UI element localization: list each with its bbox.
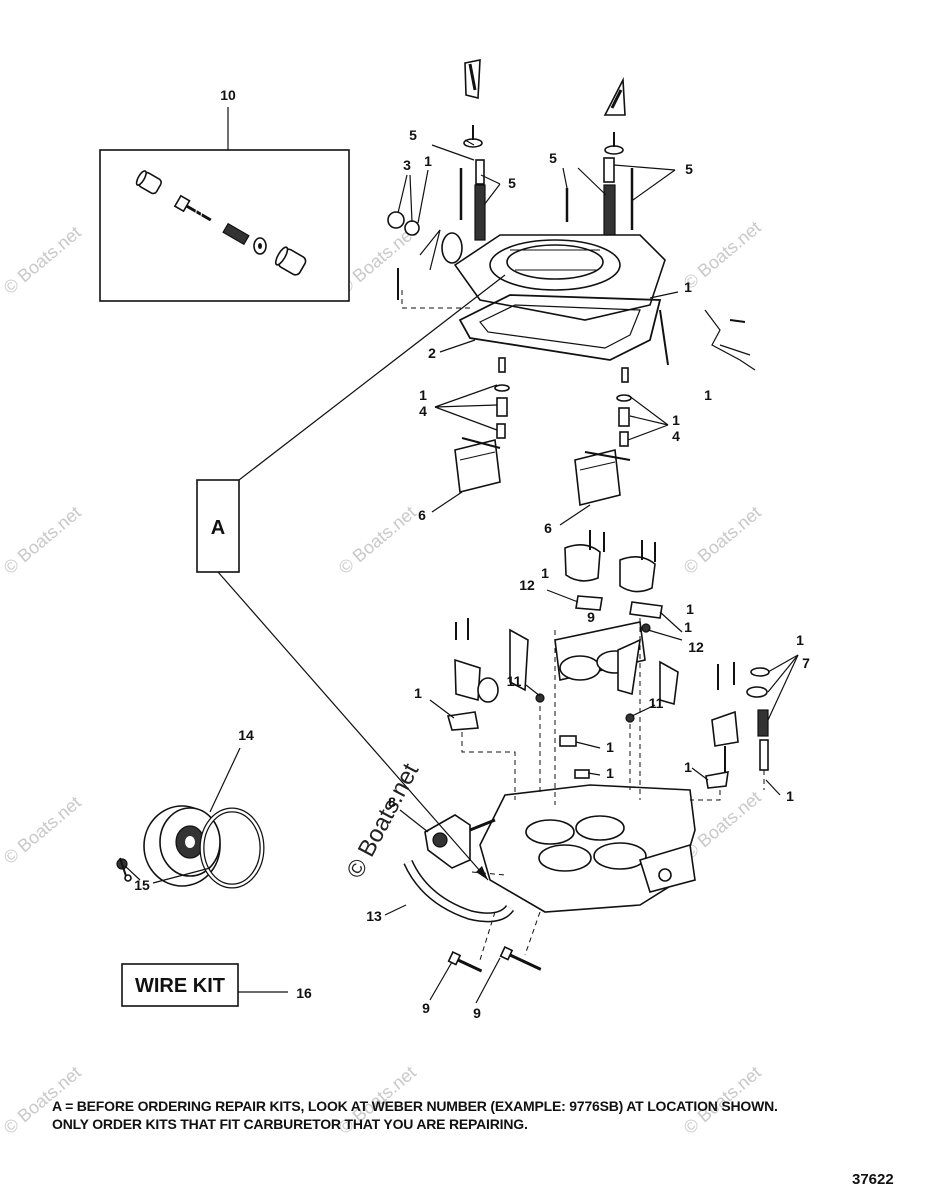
watermark: © Boats.net bbox=[335, 502, 420, 578]
callout-1: 1 bbox=[414, 685, 422, 701]
watermark: © Boats.net bbox=[0, 792, 85, 868]
callout-15: 15 bbox=[134, 877, 150, 893]
metering-parts bbox=[454, 357, 632, 506]
callout-5: 5 bbox=[508, 175, 516, 191]
callout-10: 10 bbox=[220, 87, 236, 103]
callout-14: 14 bbox=[238, 727, 254, 743]
callout-3: 3 bbox=[403, 157, 411, 173]
kit-10-box bbox=[99, 107, 350, 302]
callout-5: 5 bbox=[549, 150, 557, 166]
wire-kit-label: WIRE KIT bbox=[135, 975, 225, 997]
callout-9: 9 bbox=[422, 1000, 430, 1016]
callout-1: 1 bbox=[606, 765, 614, 781]
callout-13: 13 bbox=[366, 908, 382, 924]
callout-16: 16 bbox=[296, 985, 312, 1001]
repair-kit-note: A = BEFORE ORDERING REPAIR KITS, LOOK AT… bbox=[52, 1097, 912, 1133]
watermark: © Boats.net bbox=[0, 502, 85, 578]
box-a-label: A bbox=[211, 517, 225, 539]
pulley-14 bbox=[116, 805, 265, 889]
callout-6: 6 bbox=[418, 507, 426, 523]
callout-1: 1 bbox=[606, 739, 614, 755]
callout-1: 1 bbox=[786, 788, 794, 804]
alignment-lines bbox=[401, 290, 765, 961]
callout-5: 5 bbox=[409, 127, 417, 143]
callout-1: 1 bbox=[672, 412, 680, 428]
note-line-1: A = BEFORE ORDERING REPAIR KITS, LOOK AT… bbox=[52, 1098, 778, 1114]
callout-1: 1 bbox=[419, 387, 427, 403]
wire-kit-box: WIRE KIT bbox=[121, 963, 288, 1007]
callout-4: 4 bbox=[672, 428, 680, 444]
callout-2: 2 bbox=[428, 345, 436, 361]
callout-1: 1 bbox=[541, 565, 549, 581]
accelerator-parts bbox=[446, 530, 770, 789]
watermark: © Boats.net bbox=[680, 502, 765, 578]
callout-1: 1 bbox=[684, 279, 692, 295]
note-a-box: A bbox=[196, 274, 506, 881]
callout-12: 12 bbox=[519, 577, 535, 593]
callout-1: 1 bbox=[684, 759, 692, 775]
callout-1: 1 bbox=[704, 387, 712, 403]
callout-9: 9 bbox=[473, 1005, 481, 1021]
leader-lines bbox=[124, 139, 799, 1004]
callout-11: 11 bbox=[507, 673, 522, 689]
watermark: © Boats.net bbox=[0, 222, 85, 298]
callout-6: 6 bbox=[544, 520, 552, 536]
carburetor-top-cover bbox=[387, 59, 756, 371]
callout-5: 5 bbox=[685, 161, 693, 177]
callout-1: 1 bbox=[684, 619, 692, 635]
watermark-grid: © Boats.net © Boats.net © Boats.net © Bo… bbox=[0, 217, 765, 1138]
callout-1: 1 bbox=[424, 153, 432, 169]
carburetor-main-body bbox=[403, 784, 696, 973]
callout-12: 12 bbox=[688, 639, 704, 655]
callout-1: 1 bbox=[796, 632, 804, 648]
callout-numbers: 10 3 5 5 5 5 1 1 1 2 1 4 1 4 6 6 1 12 9 … bbox=[134, 87, 810, 1021]
callout-4: 4 bbox=[419, 403, 427, 419]
note-line-2: ONLY ORDER KITS THAT FIT CARBURETOR THAT… bbox=[52, 1116, 528, 1132]
callout-9: 9 bbox=[587, 609, 595, 625]
callout-1: 1 bbox=[686, 601, 694, 617]
figure-number: 37622 bbox=[852, 1171, 894, 1188]
callout-8: 8 bbox=[388, 794, 396, 810]
callout-11: 11 bbox=[649, 695, 664, 711]
watermark: © Boats.net bbox=[680, 217, 765, 293]
callout-7: 7 bbox=[802, 655, 810, 671]
